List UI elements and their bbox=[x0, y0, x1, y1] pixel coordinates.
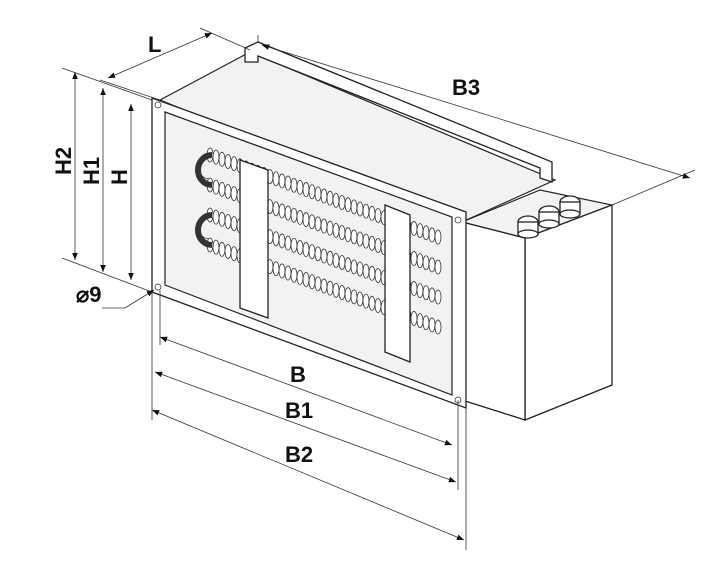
label-B: B bbox=[290, 362, 306, 387]
terminal-box-side bbox=[524, 204, 613, 421]
dimension-line-B2 bbox=[151, 409, 465, 541]
dimension-line-B3 bbox=[261, 44, 691, 179]
extension-line bbox=[61, 257, 153, 293]
label-H1: H1 bbox=[79, 157, 104, 185]
cable-glands bbox=[517, 195, 581, 239]
coil-bend bbox=[195, 152, 213, 188]
label-L: L bbox=[148, 32, 161, 57]
label-H2: H2 bbox=[51, 147, 76, 175]
terminal-box-front bbox=[461, 221, 526, 421]
flange-holes bbox=[154, 101, 462, 404]
hole-leader bbox=[102, 289, 155, 309]
label-B3: B3 bbox=[452, 75, 480, 100]
extension-line bbox=[199, 27, 251, 51]
coil-support-left bbox=[239, 159, 269, 319]
extension-line bbox=[99, 79, 161, 101]
label-hole-diameter: ⌀9 bbox=[76, 282, 101, 307]
dimension-line-L bbox=[107, 32, 213, 79]
label-H: H bbox=[107, 169, 132, 185]
label-B2: B2 bbox=[285, 442, 313, 467]
label-B1: B1 bbox=[285, 398, 313, 423]
extension-line bbox=[611, 169, 696, 206]
coil-support-right bbox=[384, 204, 411, 363]
extension-line bbox=[61, 67, 153, 101]
coil-bend bbox=[195, 212, 213, 248]
